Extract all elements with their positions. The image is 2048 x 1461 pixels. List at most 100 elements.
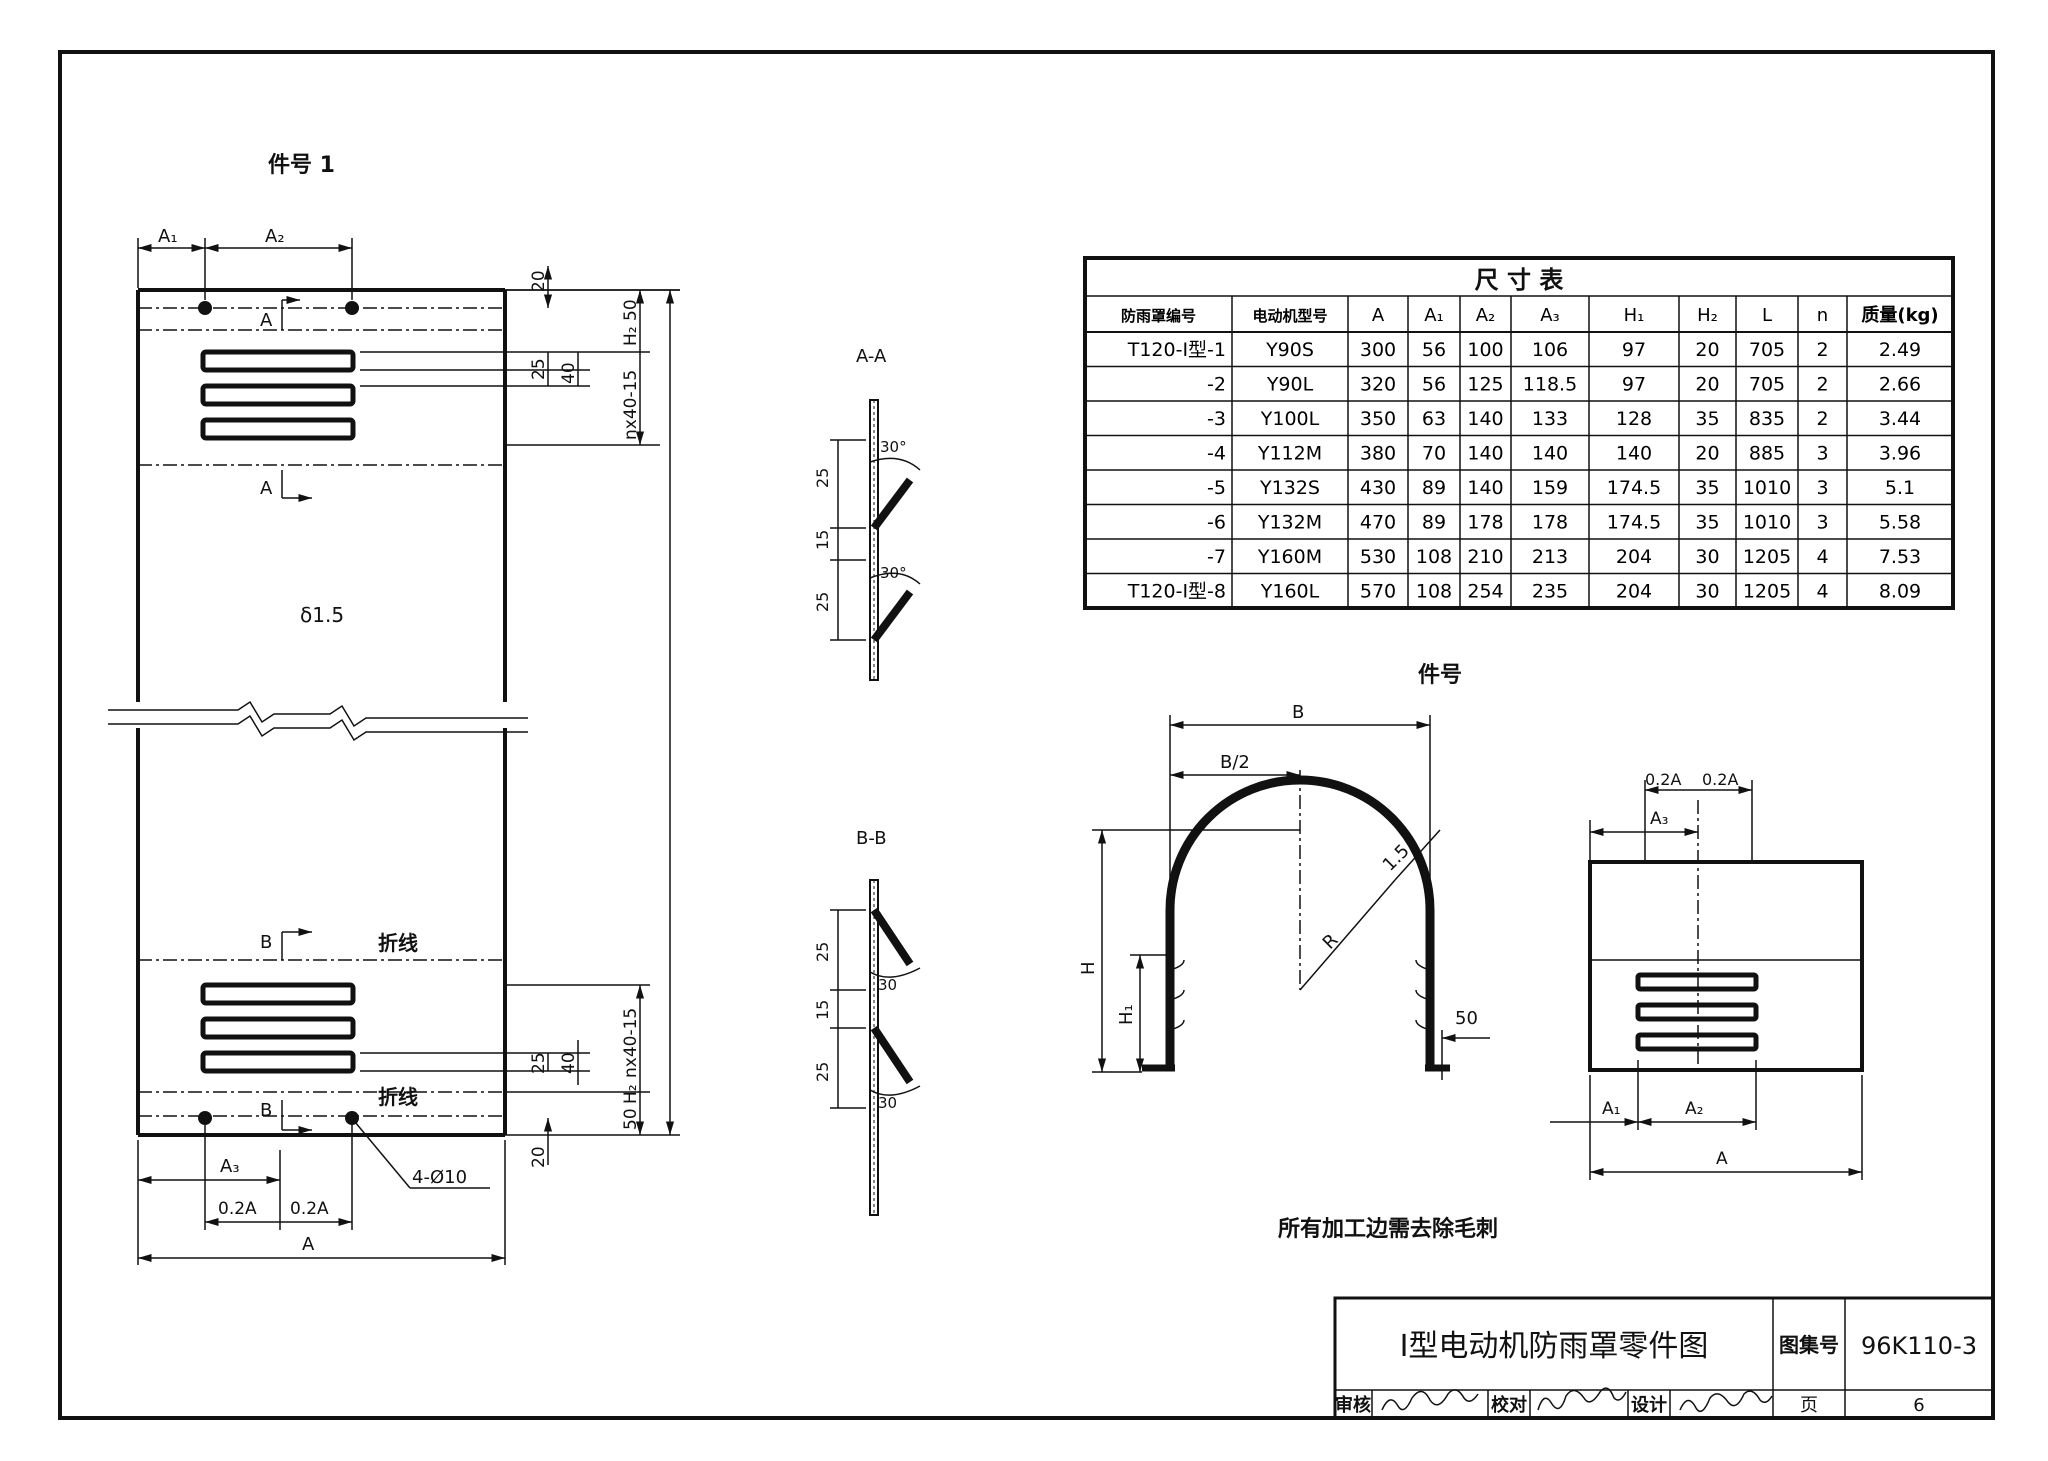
table-cell: 100 (1467, 339, 1503, 361)
table-cell: 140 (1467, 477, 1503, 499)
part3-dim-02a-2: 0.2A (1702, 770, 1738, 789)
dim-nx40-bot: nx40-15 (621, 1008, 641, 1078)
table-cell: 20 (1695, 374, 1719, 396)
table-cell: -5 (1207, 477, 1226, 499)
part3-dim-a2: A₂ (1685, 1099, 1703, 1119)
table-cell: 254 (1467, 581, 1503, 603)
atlas-label: 图集号 (1779, 1333, 1839, 1357)
table-cell: -3 (1207, 408, 1226, 430)
table-cell: 35 (1695, 477, 1719, 499)
table-cell: 705 (1749, 374, 1785, 396)
table-cell: 1205 (1743, 546, 1791, 568)
table-cell: 2.66 (1879, 374, 1921, 396)
table-cell: -7 (1207, 546, 1226, 568)
section-a-bot-label: A (260, 478, 273, 499)
section-aa-view: A-A 30° 30° 25 15 25 (813, 346, 921, 681)
table-cell: 1205 (1743, 581, 1791, 603)
aa-angle-2: 30° (880, 564, 907, 582)
dim-20-bot: 20 (529, 1146, 549, 1168)
bb-angle-2: 30 (878, 1094, 897, 1112)
aa-angle-1: 30° (880, 438, 907, 456)
table-cell: 56 (1422, 339, 1446, 361)
dim-25-bot: 25 (529, 1052, 549, 1074)
table-cell: 350 (1360, 408, 1396, 430)
table-cell: 108 (1416, 581, 1452, 603)
table-cell: Y132M (1257, 512, 1322, 534)
table-cell: 159 (1532, 477, 1568, 499)
signature-checker (1537, 1387, 1627, 1411)
table-cell: 1010 (1743, 512, 1791, 534)
part2-view: 件号 R 1.5 B B/2 H H₁ 50 (1078, 663, 1490, 1080)
table-title: 尺 寸 表 (1475, 266, 1565, 294)
part2-dim-b: B (1292, 702, 1304, 723)
part2-title: 件号 (1418, 663, 1462, 688)
table-cell: 5.1 (1885, 477, 1915, 499)
table-cell: 140 (1467, 443, 1503, 465)
table-cell: 3 (1816, 512, 1828, 534)
section-aa-title: A-A (856, 346, 887, 367)
table-cell: 106 (1532, 339, 1568, 361)
table-cell: 204 (1616, 581, 1652, 603)
part2-dim-h: H (1078, 961, 1099, 975)
table-cell: 35 (1695, 408, 1719, 430)
table-cell: 885 (1749, 443, 1785, 465)
signature-designer (1679, 1390, 1773, 1413)
table-cell: 3.96 (1879, 443, 1921, 465)
table-header-cell: A₃ (1540, 305, 1560, 326)
table-cell: 3 (1816, 443, 1828, 465)
hole-3 (198, 1111, 212, 1125)
table-cell: 530 (1360, 546, 1396, 568)
table-cell: Y90L (1266, 374, 1314, 396)
part3-dim-a3: A₃ (1650, 809, 1668, 829)
dim-02a-1: 0.2A (218, 1199, 257, 1219)
table-header-cell: A₁ (1424, 305, 1444, 326)
slot (1635, 1002, 1759, 1022)
section-b-bot-label: B (260, 1100, 272, 1121)
dim-20-top: 20 (529, 270, 549, 292)
table-cell: 213 (1532, 546, 1568, 568)
dim-nx40-top: nx40-15 (621, 370, 641, 440)
part2-dim-b2: B/2 (1220, 752, 1250, 773)
hole-2 (345, 301, 359, 315)
table-cell: 20 (1695, 339, 1719, 361)
bb-dim-25b: 25 (813, 1062, 832, 1082)
dim-a1-label: A₁ (158, 226, 178, 247)
table-cell: 125 (1467, 374, 1503, 396)
table-cell: 1010 (1743, 477, 1791, 499)
table-cell: Y90S (1265, 339, 1314, 361)
table-cell: Y160L (1260, 581, 1320, 603)
check-label: 校对 (1491, 1394, 1527, 1416)
table-cell: 20 (1695, 443, 1719, 465)
part3-dim-02a-1: 0.2A (1645, 770, 1681, 789)
table-cell: 204 (1616, 546, 1652, 568)
slot (1635, 972, 1759, 992)
table-cell: 5.58 (1879, 512, 1921, 534)
table-cell: 128 (1616, 408, 1652, 430)
table-header-cell: 质量(kg) (1861, 304, 1938, 326)
table-cell: 570 (1360, 581, 1396, 603)
table-cell: 4 (1816, 581, 1828, 603)
section-b-top-label: B (260, 932, 272, 953)
table-cell: 835 (1749, 408, 1785, 430)
table-cell: 7.53 (1879, 546, 1921, 568)
dim-40-top: 40 (559, 362, 579, 384)
table-cell: -6 (1207, 512, 1226, 534)
bb-angle-1: 30 (878, 976, 897, 994)
page-number: 6 (1913, 1395, 1924, 1416)
table-cell: 3.44 (1879, 408, 1921, 430)
slot (200, 417, 356, 441)
part3-dim-a: A (1716, 1149, 1728, 1169)
dim-50-bot: 50 (621, 1108, 641, 1130)
table-cell: 108 (1416, 546, 1452, 568)
page-label: 页 (1800, 1395, 1818, 1416)
dim-02a-2: 0.2A (290, 1199, 329, 1219)
slot (200, 1050, 356, 1074)
aa-dim-15: 15 (813, 530, 832, 550)
aa-dim-25a: 25 (813, 468, 832, 488)
table-cell: 97 (1622, 374, 1646, 396)
table-cell: 2.49 (1879, 339, 1921, 361)
table-cell: 210 (1467, 546, 1503, 568)
table-cell: 2 (1816, 408, 1828, 430)
